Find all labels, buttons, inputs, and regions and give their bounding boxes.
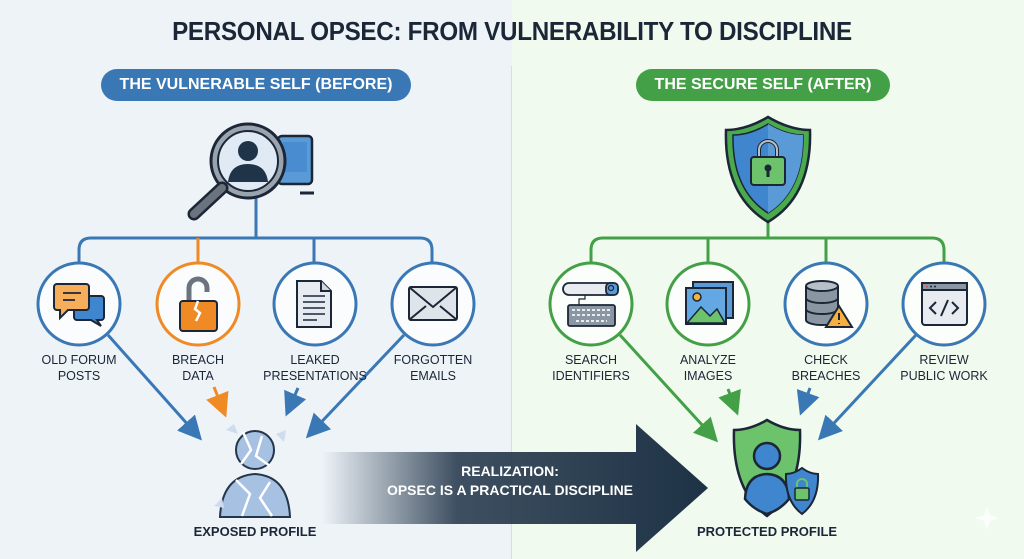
before-item-3-label: LEAKED PRESENTATIONS bbox=[240, 352, 390, 384]
exposed-profile-icon bbox=[214, 424, 292, 518]
after-item-3-label: CHECK BREACHES bbox=[751, 352, 901, 384]
panel-divider bbox=[511, 66, 512, 559]
label-line: IDENTIFIERS bbox=[552, 369, 630, 383]
label-line: CHECK bbox=[804, 353, 848, 367]
before-heading: THE VULNERABLE SELF (BEFORE) bbox=[101, 69, 411, 101]
after-item-1-label: SEARCH IDENTIFIERS bbox=[516, 352, 666, 384]
after-arrows bbox=[618, 333, 918, 443]
before-tree-connectors bbox=[77, 198, 434, 263]
label-line: POSTS bbox=[57, 369, 101, 383]
realization-text: REALIZATION: OPSEC IS A PRACTICAL DISCIP… bbox=[330, 462, 690, 500]
label-line: PRESENTATIONS bbox=[263, 369, 367, 383]
page-title: PERSONAL OPSEC: FROM VULNERABILITY TO DI… bbox=[172, 16, 852, 46]
document-icon bbox=[296, 280, 332, 328]
search-keyboard-icon bbox=[562, 282, 619, 327]
before-arrows bbox=[106, 333, 406, 441]
before-item-2-label: BREACH DATA bbox=[123, 352, 273, 384]
before-item-1-label: OLD FORUM POSTS bbox=[4, 352, 154, 384]
label-line: FORGOTTEN bbox=[393, 353, 473, 367]
label-line: DATA bbox=[182, 369, 214, 383]
shield-lock-icon bbox=[724, 115, 812, 224]
label-line: IMAGES bbox=[683, 369, 733, 383]
label-line: LEAKED bbox=[290, 353, 340, 367]
database-warning-icon bbox=[805, 280, 854, 328]
realization-line-1: REALIZATION: bbox=[461, 463, 559, 479]
after-item-4-label: REVIEW PUBLIC WORK bbox=[869, 352, 1019, 384]
magnifier-profile-icon bbox=[187, 122, 314, 221]
realization-line-2: OPSEC IS A PRACTICAL DISCIPLINE bbox=[386, 482, 634, 498]
realization-arrow bbox=[322, 424, 708, 552]
after-item-2-label: ANALYZE IMAGES bbox=[633, 352, 783, 384]
label-line: SEARCH bbox=[564, 353, 618, 367]
label-line: EMAILS bbox=[410, 369, 456, 383]
label-line: BREACHES bbox=[791, 369, 861, 383]
label-line: OLD FORUM bbox=[41, 353, 117, 367]
label-line: PUBLIC WORK bbox=[900, 369, 988, 383]
sparkle-icon bbox=[975, 506, 999, 530]
protected-profile-icon bbox=[732, 418, 820, 518]
after-item-circles bbox=[548, 261, 987, 347]
label-line: BREACH bbox=[171, 353, 225, 367]
exposed-profile-label: EXPOSED PROFILE bbox=[193, 524, 317, 539]
label-line: REVIEW bbox=[919, 353, 969, 367]
envelope-icon bbox=[408, 286, 458, 321]
before-item-4-label: FORGOTTEN EMAILS bbox=[358, 352, 508, 384]
protected-profile-label: PROTECTED PROFILE bbox=[696, 524, 838, 539]
label-line: ANALYZE bbox=[679, 353, 737, 367]
code-window-icon bbox=[921, 282, 968, 326]
after-tree-connectors bbox=[589, 222, 946, 263]
chat-bubbles-icon bbox=[53, 283, 105, 327]
after-heading: THE SECURE SELF (AFTER) bbox=[636, 69, 890, 101]
broken-lock-icon bbox=[179, 276, 218, 332]
images-icon bbox=[685, 281, 734, 325]
